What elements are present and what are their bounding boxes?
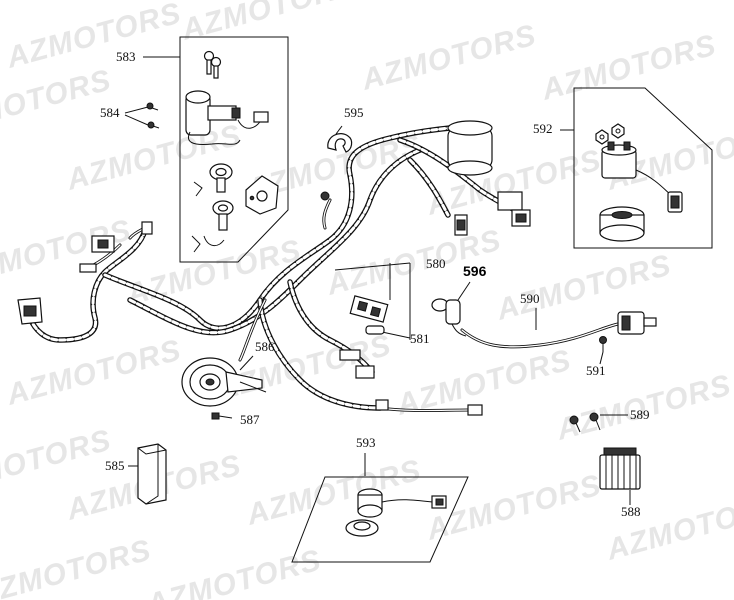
label-595: 595 bbox=[344, 105, 364, 120]
keys-icon bbox=[203, 50, 222, 79]
cdi-unit-icon bbox=[137, 443, 167, 505]
group-583-frame bbox=[179, 36, 289, 263]
watermark: AZMOTORS bbox=[142, 544, 325, 600]
sensor-group-593: 593 bbox=[291, 435, 469, 563]
watermark: AZMOTORS bbox=[177, 0, 360, 47]
watermark: AZMOTORS bbox=[357, 19, 540, 97]
watermark: AZMOTORS bbox=[537, 29, 720, 107]
watermark: AZMOTORS bbox=[422, 469, 605, 547]
main-wiring-harness bbox=[17, 120, 531, 416]
ignition-coil-group: 596 590 591 bbox=[431, 263, 657, 378]
regulator-group: 588 bbox=[599, 447, 641, 519]
label-591: 591 bbox=[586, 363, 606, 378]
watermark: AZMOTORS bbox=[2, 334, 185, 412]
bolt-587-icon bbox=[211, 412, 233, 420]
label-593: 593 bbox=[356, 435, 376, 450]
label-592: 592 bbox=[533, 121, 553, 136]
nut-icon bbox=[595, 123, 625, 145]
screws-589: 589 bbox=[569, 407, 650, 433]
group-593-frame bbox=[291, 476, 469, 563]
connector-icon bbox=[339, 349, 361, 361]
watermark: AZMOTORS bbox=[602, 489, 734, 567]
connector-icon bbox=[79, 263, 97, 273]
connector-icon bbox=[467, 404, 483, 416]
connector-icon bbox=[497, 191, 523, 211]
bracket-580-581: 580 581 bbox=[334, 256, 446, 346]
connector-icon bbox=[375, 399, 389, 411]
label-589: 589 bbox=[630, 407, 650, 422]
group-592-frame bbox=[573, 87, 713, 249]
storage-lock-icon bbox=[191, 200, 234, 253]
watermark: AZMOTORS bbox=[492, 249, 675, 327]
sensor-icon bbox=[357, 488, 447, 518]
ignition-lock-icon bbox=[185, 90, 269, 145]
clamp-icon bbox=[327, 133, 353, 153]
connector-icon bbox=[355, 365, 375, 379]
starter-relay-group: 592 bbox=[533, 87, 713, 249]
label-581: 581 bbox=[410, 331, 430, 346]
relay-cover-icon bbox=[599, 206, 645, 242]
terminal-icon bbox=[320, 191, 330, 201]
sensor-cap-icon bbox=[345, 519, 379, 537]
seat-lock-icon bbox=[193, 163, 233, 197]
bolt-591-icon bbox=[599, 336, 607, 365]
ignition-switch-set: 583 bbox=[116, 36, 289, 263]
label-587: 587 bbox=[240, 412, 260, 427]
screw-icon bbox=[146, 102, 159, 111]
wire-clamp-595: 595 bbox=[327, 105, 364, 153]
watermark: AZMOTORS bbox=[2, 0, 185, 75]
label-590: 590 bbox=[520, 291, 540, 306]
label-596: 596 bbox=[463, 263, 487, 279]
screw-icon bbox=[147, 121, 160, 129]
watermark: AZMOTORS bbox=[242, 454, 425, 532]
label-585: 585 bbox=[105, 458, 125, 473]
label-586: 586 bbox=[255, 339, 275, 354]
horn-group: 586 587 bbox=[181, 339, 275, 427]
fuse-box-icon bbox=[349, 295, 389, 323]
watermark: AZMOTORS bbox=[0, 64, 115, 142]
horn-icon bbox=[181, 357, 267, 407]
screw-icon bbox=[569, 415, 581, 433]
voltage-regulator-icon bbox=[599, 447, 641, 490]
label-588: 588 bbox=[621, 504, 641, 519]
cdi-unit-group: 585 bbox=[105, 443, 167, 505]
screws-584: 584 bbox=[100, 102, 160, 129]
connector-icon bbox=[141, 221, 153, 235]
label-580: 580 bbox=[426, 256, 446, 271]
relay-cylinder-icon bbox=[447, 120, 493, 176]
label-583: 583 bbox=[116, 49, 136, 64]
ignition-coil-icon bbox=[617, 311, 657, 335]
screw-icon bbox=[589, 412, 601, 431]
relay-icon bbox=[601, 141, 683, 213]
fuse-icon bbox=[365, 325, 385, 335]
spark-plug-cap-icon bbox=[431, 298, 467, 337]
label-584: 584 bbox=[100, 105, 120, 120]
lock-cover-plate-icon bbox=[245, 175, 279, 215]
watermark: AZMOTORS bbox=[0, 534, 155, 600]
